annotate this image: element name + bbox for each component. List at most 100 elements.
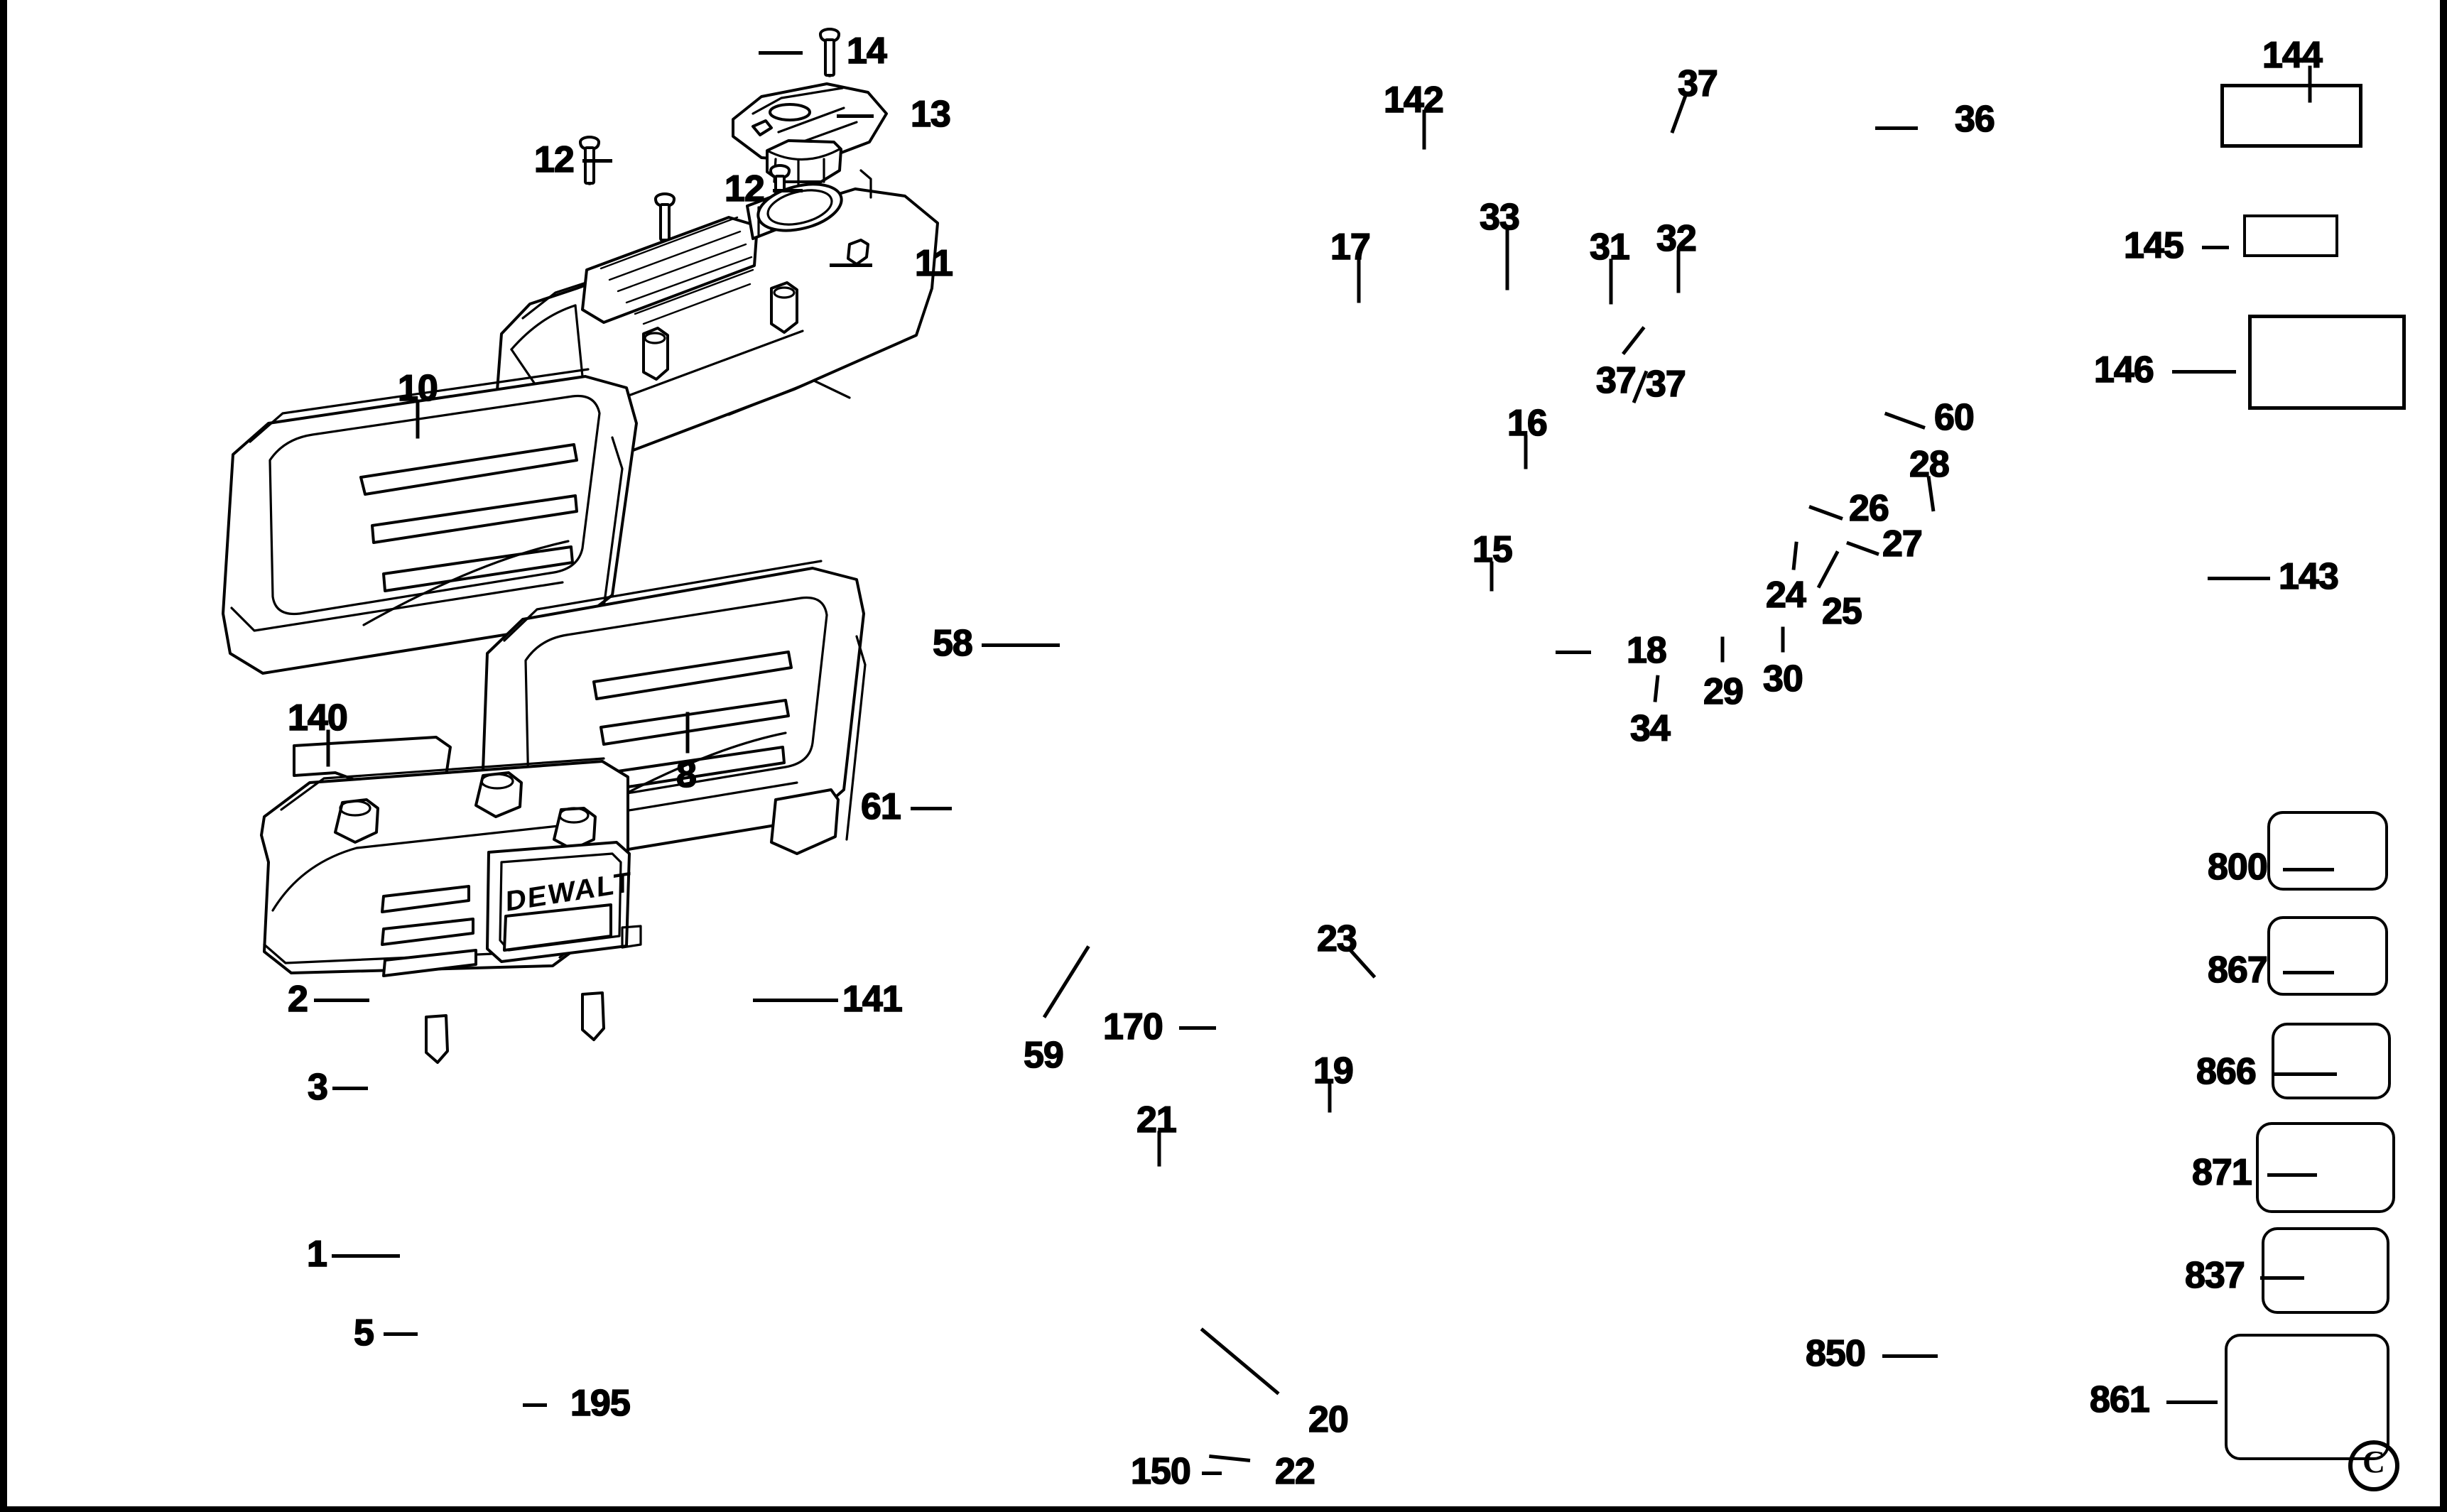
part-number-24: 24 <box>1765 575 1806 616</box>
leader-line-61 <box>911 807 952 810</box>
part-number-59: 59 <box>1023 1035 1064 1076</box>
leader-line-850 <box>1882 1354 1938 1358</box>
part-number-867: 867 <box>2207 950 2268 991</box>
leader-line-170 <box>1179 1026 1216 1030</box>
part-number-8: 8 <box>675 754 698 795</box>
part-number-37a: 37 <box>1677 63 1718 104</box>
accessory-box-837 <box>2262 1227 2389 1314</box>
part-number-20: 20 <box>1308 1399 1349 1440</box>
part-number-27: 27 <box>1882 523 1923 565</box>
part-number-10: 10 <box>397 368 438 409</box>
part-number-150: 150 <box>1130 1451 1191 1492</box>
accessory-box-867 <box>2267 916 2388 996</box>
part-number-61: 61 <box>860 786 901 827</box>
leader-line-145 <box>2202 246 2229 249</box>
accessory-box-800 <box>2267 811 2388 891</box>
leader-line-866 <box>2272 1072 2337 1076</box>
part-number-58: 58 <box>932 623 973 664</box>
leader-line-18 <box>1556 651 1591 654</box>
part-number-16: 16 <box>1507 403 1548 444</box>
leader-line-12a <box>582 159 612 163</box>
leader-line-14 <box>759 51 803 55</box>
page-border-right <box>2440 0 2447 1512</box>
part-number-28: 28 <box>1909 444 1950 485</box>
part-number-871: 871 <box>2191 1152 2252 1193</box>
part-number-837: 837 <box>2184 1255 2245 1296</box>
part-number-33: 33 <box>1479 197 1520 238</box>
part-number-32: 32 <box>1656 218 1697 259</box>
part-number-22: 22 <box>1274 1451 1315 1492</box>
leader-line-146 <box>2172 370 2236 374</box>
leader-line-36 <box>1875 126 1918 130</box>
accessory-box-866 <box>2272 1023 2391 1099</box>
part-number-17: 17 <box>1330 227 1371 268</box>
part-number-12a: 12 <box>533 139 575 180</box>
part-number-13: 13 <box>910 94 951 135</box>
part-number-143: 143 <box>2278 556 2339 597</box>
part-number-5: 5 <box>353 1312 375 1354</box>
part-number-14: 14 <box>846 31 887 72</box>
part-number-15: 15 <box>1472 529 1513 570</box>
part-number-26: 26 <box>1848 488 1889 529</box>
part-number-850: 850 <box>1805 1333 1866 1374</box>
leader-line-58 <box>982 643 1060 647</box>
part-number-29: 29 <box>1703 671 1744 712</box>
page-border-left <box>0 0 7 1512</box>
part-number-141: 141 <box>842 979 903 1020</box>
part-number-11: 11 <box>914 243 954 284</box>
part-number-30: 30 <box>1762 658 1803 700</box>
part-number-866: 866 <box>2196 1051 2257 1092</box>
part-number-3: 3 <box>307 1067 329 1108</box>
part-2-housing <box>260 757 642 1064</box>
part-number-142: 142 <box>1383 80 1444 121</box>
page-border-bottom <box>0 1506 2447 1512</box>
part-10-grip-pad <box>222 368 638 675</box>
copyright-mark: C <box>2348 1435 2399 1491</box>
part-number-34: 34 <box>1629 708 1671 749</box>
part-number-140: 140 <box>287 697 348 739</box>
part-14-screw <box>819 28 840 78</box>
part-number-145: 145 <box>2123 225 2184 266</box>
part-number-37c: 37 <box>1645 364 1686 405</box>
leader-line-195 <box>523 1403 547 1407</box>
leader-line-1 <box>332 1254 400 1258</box>
accessory-box-861 <box>2225 1334 2389 1460</box>
leader-line-13 <box>837 114 874 118</box>
leader-line-11 <box>830 263 872 267</box>
part-number-37b: 37 <box>1595 360 1637 401</box>
part-number-195: 195 <box>570 1383 631 1424</box>
part-number-19: 19 <box>1313 1050 1354 1092</box>
part-number-861: 861 <box>2089 1379 2150 1420</box>
part-number-12b: 12 <box>724 168 765 210</box>
part-number-800: 800 <box>2207 847 2268 888</box>
leader-line-12b <box>773 189 803 192</box>
part-number-60: 60 <box>1933 397 1975 438</box>
part-number-144: 144 <box>2262 35 2323 76</box>
part-number-2: 2 <box>287 979 309 1020</box>
part-number-18: 18 <box>1626 630 1667 671</box>
leader-line-30 <box>1781 626 1785 653</box>
accessory-box-871 <box>2256 1122 2395 1213</box>
leader-line-150 <box>1202 1472 1222 1475</box>
leader-line-143 <box>2208 577 2270 580</box>
part-number-23: 23 <box>1316 918 1357 959</box>
leader-line-33 <box>1505 229 1509 290</box>
part-number-1: 1 <box>306 1234 328 1275</box>
leader-line-800 <box>2283 868 2334 871</box>
leader-line-141 <box>753 999 838 1002</box>
leader-line-867 <box>2283 971 2334 974</box>
part-144-plate <box>2220 84 2362 148</box>
leader-line-3 <box>332 1087 368 1090</box>
part-12-screw-c <box>654 192 675 243</box>
leader-line-5 <box>384 1332 418 1336</box>
part-number-25: 25 <box>1821 591 1862 632</box>
part-145-plate <box>2243 214 2338 257</box>
leader-line-871 <box>2267 1173 2317 1177</box>
leader-line-2 <box>314 999 369 1002</box>
leader-line-29 <box>1720 636 1725 663</box>
part-number-21: 21 <box>1136 1099 1177 1141</box>
part-number-170: 170 <box>1102 1006 1163 1048</box>
copyright-ring: C <box>2348 1440 2399 1491</box>
